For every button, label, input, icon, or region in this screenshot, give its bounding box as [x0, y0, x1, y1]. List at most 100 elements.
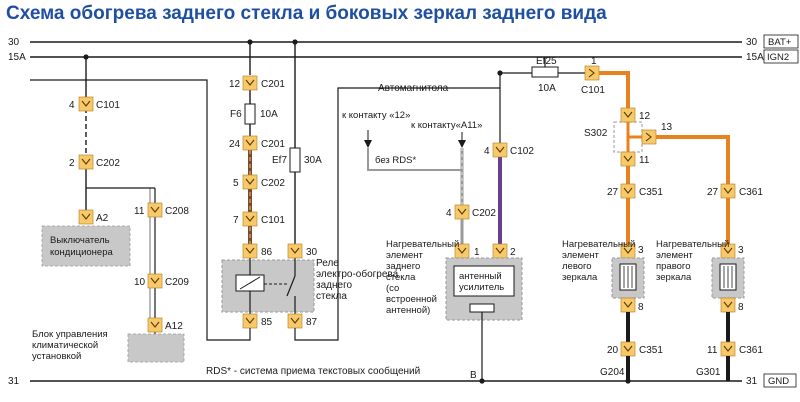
fuse-ef25-rating: 10A: [538, 83, 556, 94]
bus-31-right-label: 31: [746, 376, 758, 387]
antenna-amp-box: [453, 265, 515, 297]
connector-c361-bottom: 11 C361: [707, 341, 763, 357]
label-line: стекла: [316, 291, 347, 302]
g204-label: G204: [600, 367, 625, 378]
pin-label: 11: [707, 345, 718, 356]
connector-c361-top: 27 C361: [707, 183, 763, 199]
pin-label: 87: [306, 317, 318, 328]
pin-label: 7: [233, 215, 239, 226]
label-line: встроенной: [386, 294, 437, 305]
label-line: левого: [562, 261, 592, 272]
label-line: элемент: [656, 250, 694, 261]
pin-label: 4: [69, 100, 75, 111]
gnd-box: [763, 373, 797, 388]
g301-label: G301: [696, 367, 721, 378]
connector-c351-top: 27 C351: [607, 183, 663, 199]
label-line: стекла: [386, 272, 416, 283]
pin-label: 4: [446, 208, 452, 219]
connector-label: C209: [165, 277, 189, 288]
pin-label: 3: [638, 245, 644, 256]
connector-label: C102: [510, 146, 534, 157]
label-line: правого: [656, 261, 690, 272]
label-line: заднего: [316, 280, 352, 291]
ac-switch-box: [41, 225, 131, 267]
connector-label: C101: [261, 215, 285, 226]
wire: [599, 71, 630, 108]
pin-label: 2: [510, 247, 516, 258]
mirror-right-pin-8: 8: [720, 297, 744, 313]
connector-a2: A2: [78, 209, 109, 225]
connector-label: C361: [739, 187, 763, 198]
connector-label: C101: [96, 100, 120, 111]
ign-label: IGN2: [767, 52, 789, 63]
relay-pin-30: 30: [287, 243, 318, 259]
fuse-f6-name: F6: [230, 109, 242, 120]
pin-label: 1: [591, 56, 597, 67]
pin-label: 8: [638, 302, 644, 313]
bus-30-right-label: 30: [746, 37, 758, 48]
connector-label: C351: [639, 187, 663, 198]
relay-pin-87: 87: [287, 313, 318, 329]
label-line: элемент: [562, 250, 600, 261]
contact-12-label: к контакту «12»: [342, 110, 410, 121]
connector-label: C202: [261, 178, 285, 189]
wire: [367, 148, 462, 171]
label-line: кондиционера: [50, 247, 113, 258]
connector-label: A2: [96, 213, 109, 224]
antenna-socket: [469, 303, 495, 313]
relay-pin-85: 85: [242, 313, 273, 329]
label-line: зеркала: [656, 272, 692, 283]
climate-unit-box: [127, 333, 185, 363]
connector-a12: A12: [147, 317, 183, 333]
connector-label: C202: [472, 208, 496, 219]
bus-31-left-label: 31: [8, 376, 20, 387]
connector-label: C201: [261, 139, 285, 150]
fuse-ef25-name: Ef25: [536, 56, 557, 67]
fuse-ef7: [289, 147, 301, 173]
fuse-f6: [244, 103, 256, 125]
gnd-label: GND: [768, 376, 789, 387]
connector-label: A12: [165, 321, 183, 332]
wire: [30, 79, 251, 341]
connector-label: C202: [96, 158, 120, 169]
rds-note: RDS* - система приема текстовых сообщени…: [206, 365, 420, 377]
pin-label: 27: [707, 187, 719, 198]
diagram-title: Схема обогрева заднего стекла и боковых …: [6, 3, 607, 24]
connector-label: C201: [261, 79, 285, 90]
pin-label: 3: [738, 245, 744, 256]
pin-label: 4: [484, 146, 490, 157]
pin-label: 11: [639, 155, 650, 166]
connector-c202-c: 4 C202: [446, 204, 496, 220]
pin-label: 27: [607, 187, 619, 198]
pin-label: 30: [306, 247, 318, 258]
connector-c102: 4 C102: [484, 142, 534, 158]
fuse-ef7-rating: 30A: [304, 155, 322, 166]
contact-a11-label: к контакту«А11»: [411, 120, 482, 131]
pin-label: 86: [261, 247, 273, 258]
pin-label: 13: [661, 122, 673, 133]
connector-c101-b: 7 C101: [233, 211, 285, 227]
antenna-pin-2: 2: [492, 243, 516, 259]
fuse-ef25: [531, 66, 559, 78]
label-line: установкой: [32, 351, 81, 362]
no-rds-label: без RDS*: [375, 155, 416, 166]
connector-label: C101: [581, 85, 605, 96]
relay-pin-86: 86: [242, 243, 273, 259]
pin-label: 2: [69, 158, 75, 169]
pin-label: 24: [229, 139, 241, 150]
radio-label: Автомагнитола: [378, 83, 449, 94]
bus-30-left-label: 30: [8, 37, 20, 48]
label-line: климатической: [32, 340, 98, 351]
wire: [656, 135, 730, 184]
splice-pin-13: 13: [641, 122, 673, 145]
pin-label: 11: [134, 206, 145, 217]
connector-c351-bottom: 20 C351: [607, 341, 663, 357]
connector-c201-top: 12 C201: [229, 75, 285, 91]
pin-label: 5: [233, 178, 239, 189]
